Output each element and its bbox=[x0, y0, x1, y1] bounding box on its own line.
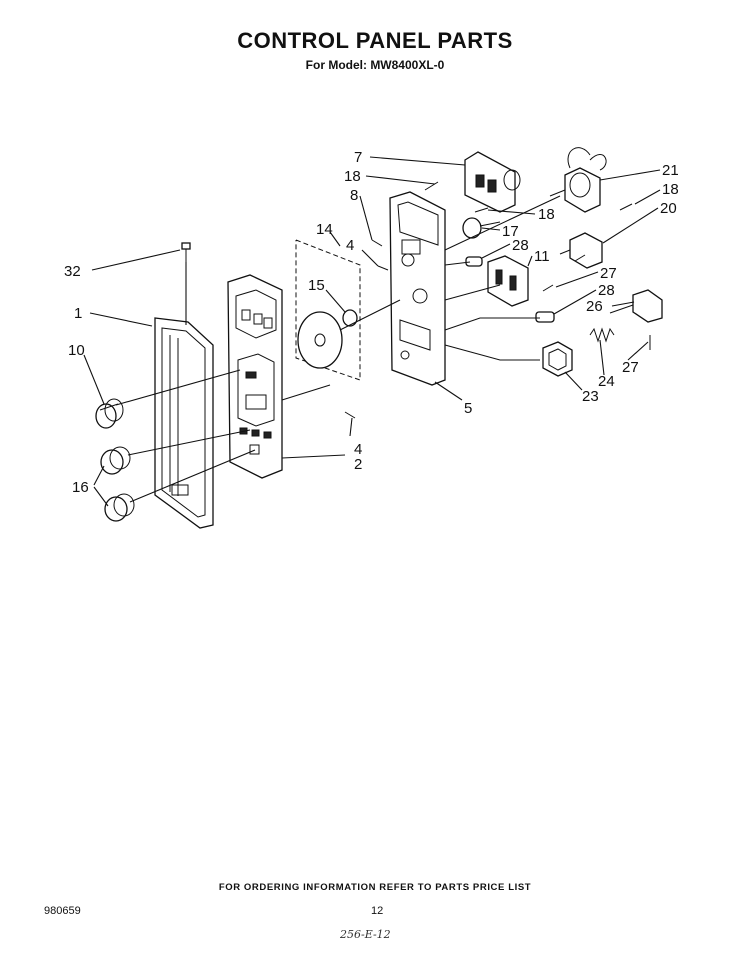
callout-17: 17 bbox=[502, 223, 519, 240]
part-28-lamp-lower bbox=[535, 311, 555, 323]
callout-11: 11 bbox=[534, 248, 550, 265]
callout-10: 10 bbox=[68, 342, 85, 359]
callout-26: 26 bbox=[586, 298, 603, 315]
callout-2: 2 bbox=[354, 456, 362, 473]
part-16-knob-lower bbox=[104, 493, 135, 522]
callout-27-upper: 27 bbox=[600, 265, 617, 282]
callout-4-lower: 4 bbox=[354, 441, 362, 458]
part-14-dashed-plate bbox=[295, 239, 361, 381]
callout-21: 21 bbox=[662, 162, 679, 179]
part-23-button bbox=[542, 341, 573, 377]
model-subtitle: For Model: MW8400XL-0 bbox=[305, 58, 445, 72]
callout-15: 15 bbox=[308, 277, 325, 294]
callout-27-lower: 27 bbox=[622, 359, 639, 376]
part-21-timer-motor bbox=[549, 147, 607, 213]
callout-18-right: 18 bbox=[662, 181, 679, 198]
part-10-knob bbox=[95, 398, 124, 429]
document-number: 980659 bbox=[44, 905, 81, 917]
part-16-knob-upper bbox=[100, 446, 131, 475]
part-11-switch bbox=[487, 255, 529, 307]
part-17-socket bbox=[462, 217, 501, 239]
page-number: 12 bbox=[371, 905, 384, 917]
callout-14: 14 bbox=[316, 221, 333, 238]
callout-28-lower: 28 bbox=[598, 282, 615, 299]
callout-4-upper: 4 bbox=[346, 237, 354, 254]
part-24-spring bbox=[589, 327, 615, 343]
part-7-switch-board bbox=[464, 151, 521, 213]
callout-20: 20 bbox=[660, 200, 677, 217]
page-title: CONTROL PANEL PARTS bbox=[237, 28, 513, 53]
callout-28-upper: 28 bbox=[512, 237, 529, 254]
part-2-panel bbox=[227, 274, 283, 479]
part-1-frame bbox=[154, 317, 214, 529]
small-screws bbox=[344, 181, 651, 419]
part-28-lamp-upper bbox=[465, 256, 483, 267]
leader-lines bbox=[83, 156, 661, 507]
part-32-screw bbox=[181, 242, 191, 262]
callout-8: 8 bbox=[350, 187, 358, 204]
callout-16: 16 bbox=[72, 479, 89, 496]
part-5-bracket bbox=[389, 191, 446, 386]
part-20-relay bbox=[559, 232, 603, 269]
callout-24: 24 bbox=[598, 373, 615, 390]
callout-32: 32 bbox=[64, 263, 81, 280]
callout-18-mid: 18 bbox=[538, 206, 555, 223]
callout-labels: 32 1 10 16 14 4 15 7 18 8 4 2 5 21 18 20… bbox=[64, 149, 679, 496]
callout-5: 5 bbox=[464, 400, 472, 417]
handwritten-note: 256-E-12 bbox=[340, 928, 391, 941]
part-15-wheel bbox=[297, 309, 358, 369]
callout-7: 7 bbox=[354, 149, 362, 166]
alignment-lines bbox=[115, 195, 561, 503]
callout-1: 1 bbox=[74, 305, 82, 322]
callout-18-left: 18 bbox=[344, 168, 361, 185]
callout-23: 23 bbox=[582, 388, 599, 405]
part-26-actuator bbox=[609, 289, 663, 323]
ordering-note: FOR ORDERING INFORMATION REFER TO PARTS … bbox=[218, 882, 532, 893]
